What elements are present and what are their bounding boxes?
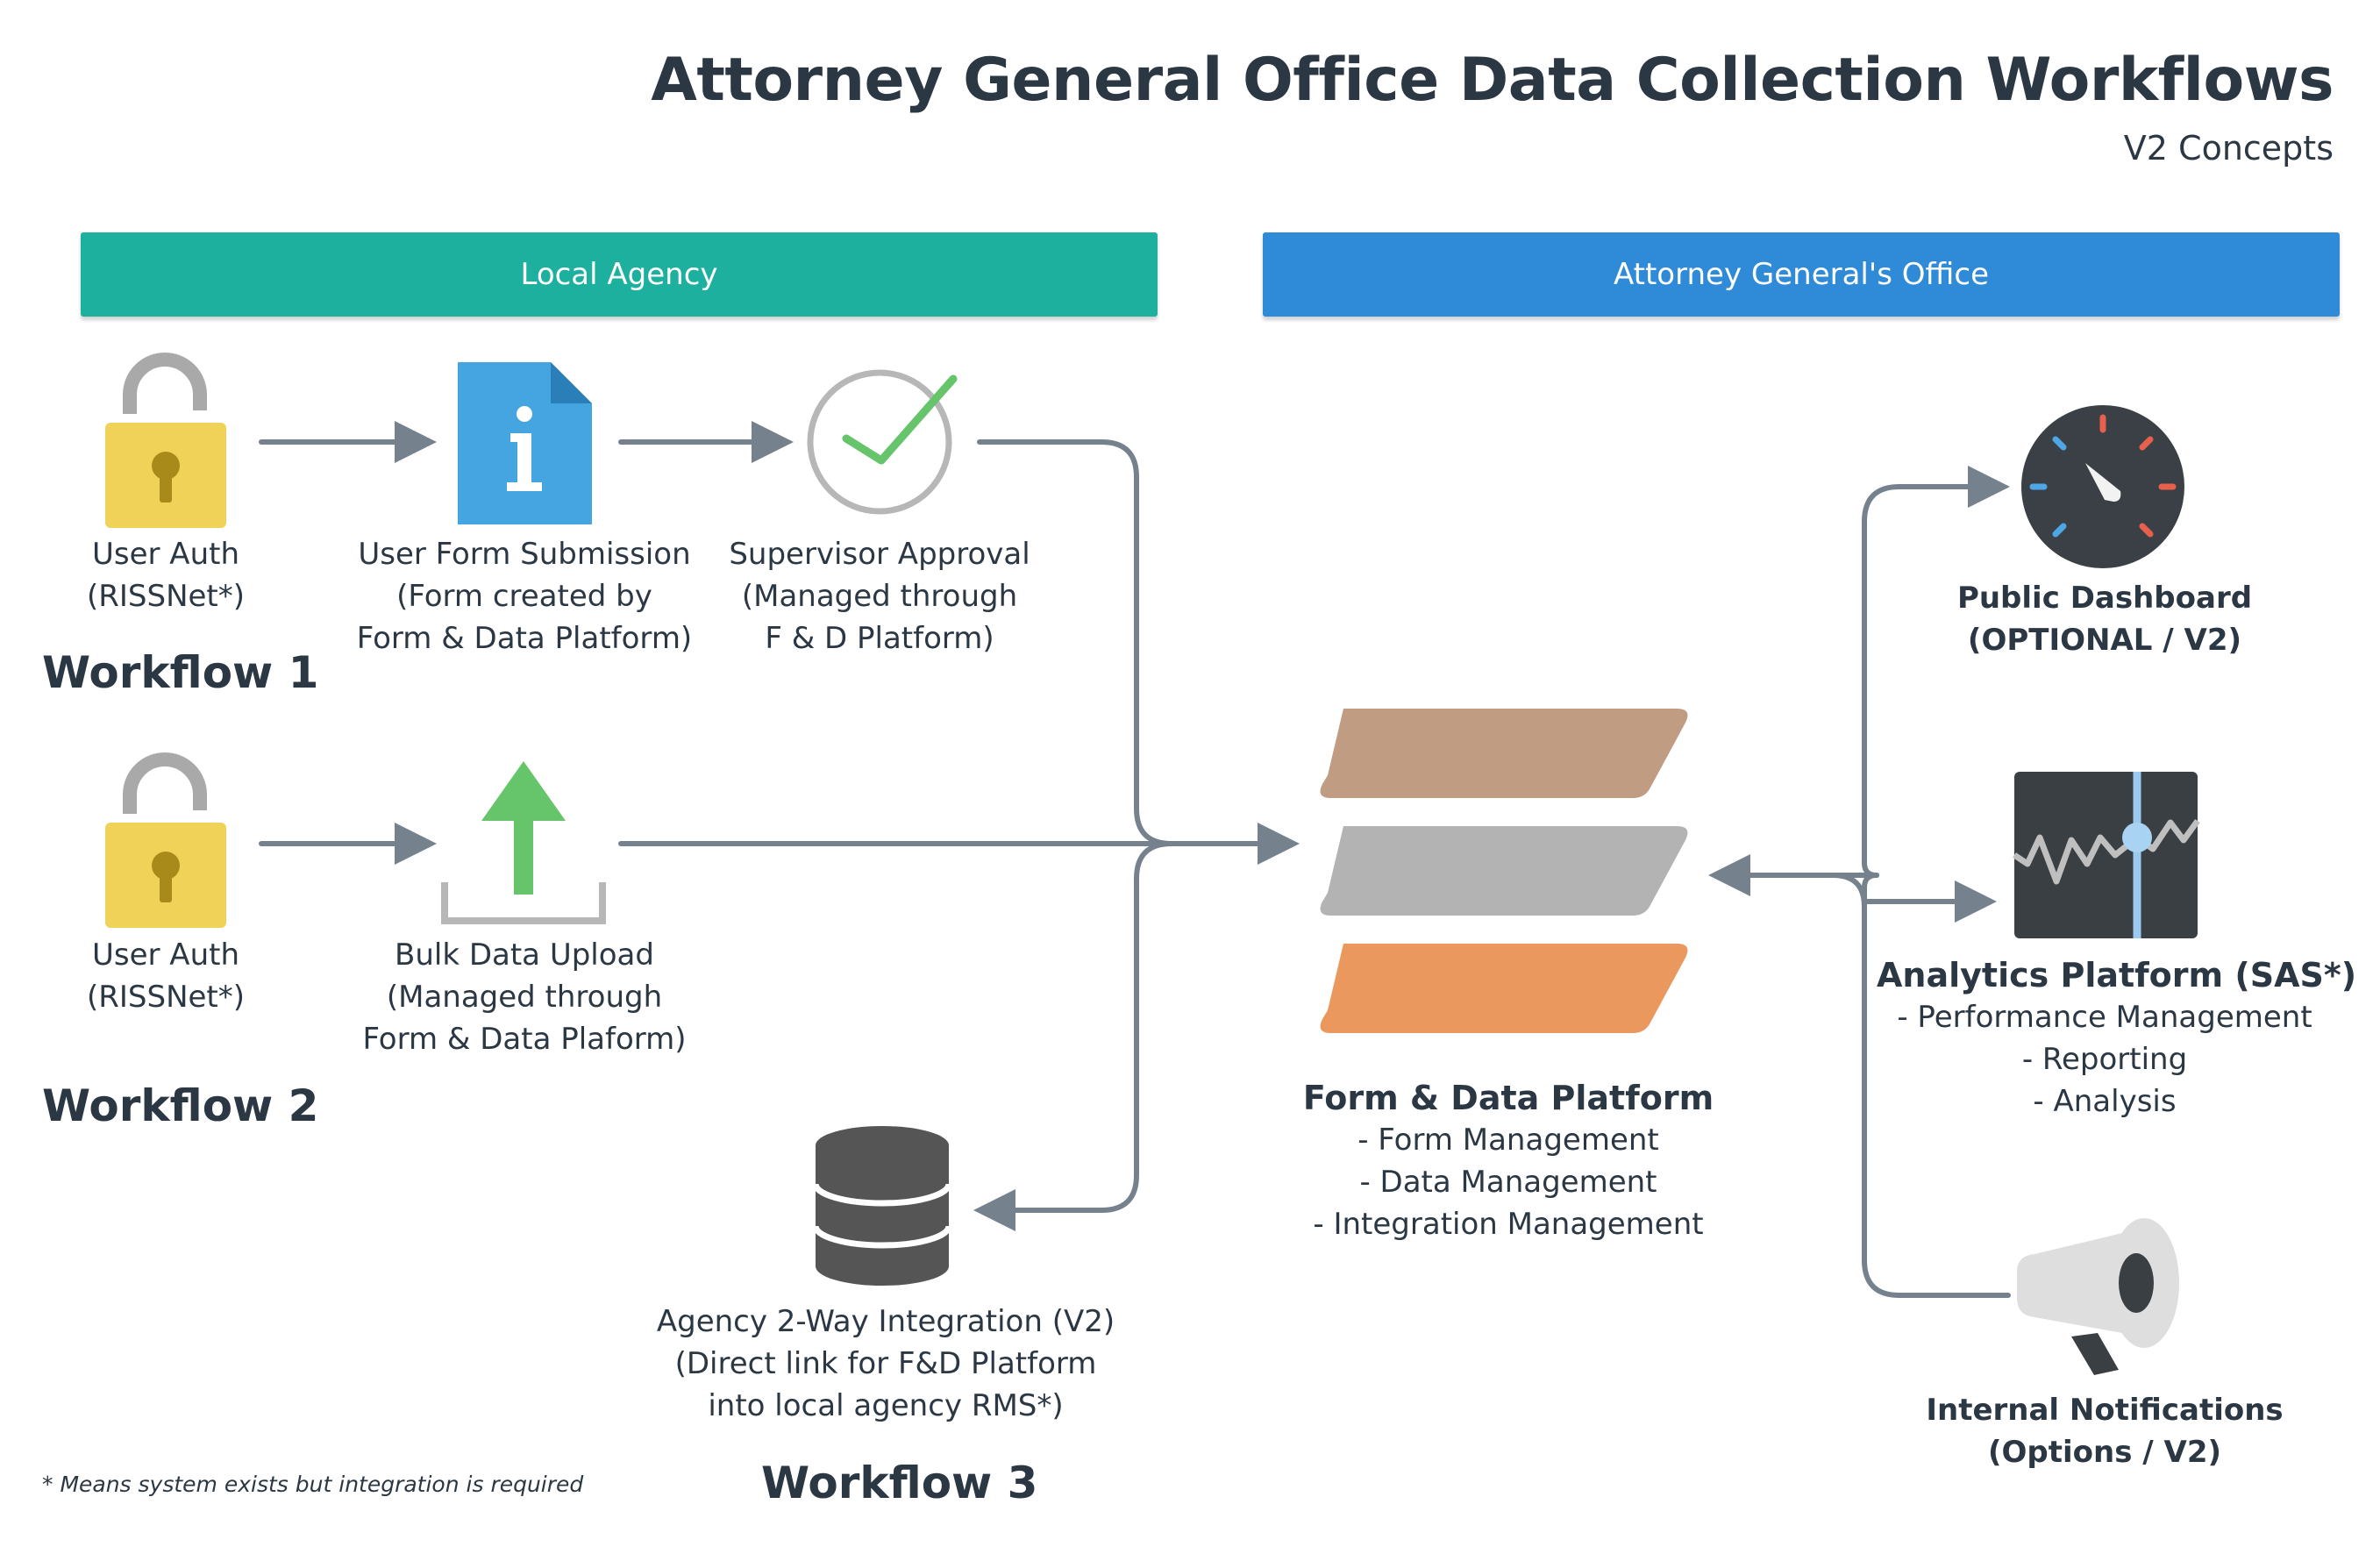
caption-line: Form & Data Plaform)	[362, 1022, 687, 1057]
unlocked-padlock-icon	[105, 752, 226, 928]
caption-line: (OPTIONAL / V2)	[1967, 623, 2242, 658]
platform-item: - Form Management	[1357, 1123, 1659, 1158]
platform-title: Form & Data Platform	[1302, 1079, 1714, 1117]
connector-hub-to-notifications	[1862, 873, 2011, 1298]
analytics-item: - Reporting	[2021, 1042, 2188, 1077]
attorney-general-banner: Attorney General's Office	[1263, 232, 2340, 317]
local-agency-banner: Local Agency	[81, 232, 1158, 317]
platform-caption: Form & Data Platform - Form Management -…	[1280, 1077, 1736, 1245]
layered-stack-icon	[1320, 709, 1688, 1033]
analytics-item: - Performance Management	[1897, 1000, 2312, 1035]
caption-line: (Options / V2)	[1987, 1435, 2222, 1470]
caption-line: (RISSNet*)	[86, 980, 246, 1015]
bulk-upload-caption: Bulk Data Upload (Managed through Form &…	[349, 934, 700, 1060]
workflow-2-label: Workflow 2	[42, 1080, 319, 1131]
caption-line: Internal Notifications	[1926, 1393, 2284, 1428]
caption-line: User Auth	[92, 537, 239, 572]
caption-line: User Form Submission	[358, 537, 691, 572]
checkmark-circle-icon	[807, 369, 958, 515]
caption-line: Supervisor Approval	[729, 537, 1030, 572]
supervisor-approval-caption: Supervisor Approval (Managed through F &…	[704, 533, 1055, 659]
arrow-hub-to-dashboard	[1862, 466, 2010, 878]
database-icon	[812, 1126, 952, 1286]
workflow-1-label: Workflow 1	[42, 647, 319, 698]
caption-line: User Auth	[92, 937, 239, 973]
caption-line: (Managed through	[386, 980, 663, 1015]
caption-line: (Managed through	[741, 579, 1018, 614]
caption-line: Public Dashboard	[1956, 581, 2253, 616]
caption-line: (Direct link for F&D Platform	[674, 1346, 1097, 1381]
page-title: Attorney General Office Data Collection …	[651, 46, 2334, 115]
arrow-merge-to-integration	[973, 841, 1174, 1231]
unlocked-padlock-icon	[105, 353, 226, 528]
caption-line: Form & Data Platform)	[356, 621, 693, 656]
caption-line: Agency 2-Way Integration (V2)	[656, 1304, 1115, 1339]
arrow-hub-to-analytics	[1830, 873, 1997, 923]
gauge-icon	[2021, 405, 2184, 568]
analytics-item: - Analysis	[2033, 1084, 2177, 1119]
workflow-3-label: Workflow 3	[761, 1458, 1038, 1508]
dashboard-caption: Public Dashboard (OPTIONAL / V2)	[1903, 577, 2306, 661]
megaphone-icon	[2017, 1218, 2179, 1375]
caption-line: Bulk Data Upload	[395, 937, 654, 973]
caption-line: (Form created by	[396, 579, 652, 614]
page-subtitle: V2 Concepts	[2123, 129, 2334, 168]
caption-line: F & D Platform)	[765, 621, 994, 656]
info-document-icon	[458, 362, 592, 524]
integration-caption: Agency 2-Way Integration (V2) (Direct li…	[631, 1301, 1140, 1427]
caption-line: into local agency RMS*)	[708, 1388, 1064, 1423]
form-submission-caption: User Form Submission (Form created by Fo…	[349, 533, 700, 659]
platform-item: - Data Management	[1359, 1165, 1657, 1200]
analytics-caption: Analytics Platform (SAS*) - Performance …	[1877, 954, 2357, 1123]
analytics-title: Analytics Platform (SAS*)	[1877, 956, 2357, 994]
connector-approval-to-merge	[977, 439, 1174, 846]
notifications-caption: Internal Notifications (Options / V2)	[1903, 1389, 2306, 1473]
auth-caption-1: User Auth (RISSNet*)	[0, 533, 331, 617]
auth-caption-2: User Auth (RISSNet*)	[0, 934, 331, 1018]
footnote: * Means system exists but integration is…	[42, 1472, 584, 1497]
line-chart-monitor-icon	[2013, 772, 2200, 938]
caption-line: (RISSNet*)	[86, 579, 246, 614]
platform-item: - Integration Management	[1313, 1207, 1704, 1242]
upload-arrow-icon	[441, 761, 606, 924]
